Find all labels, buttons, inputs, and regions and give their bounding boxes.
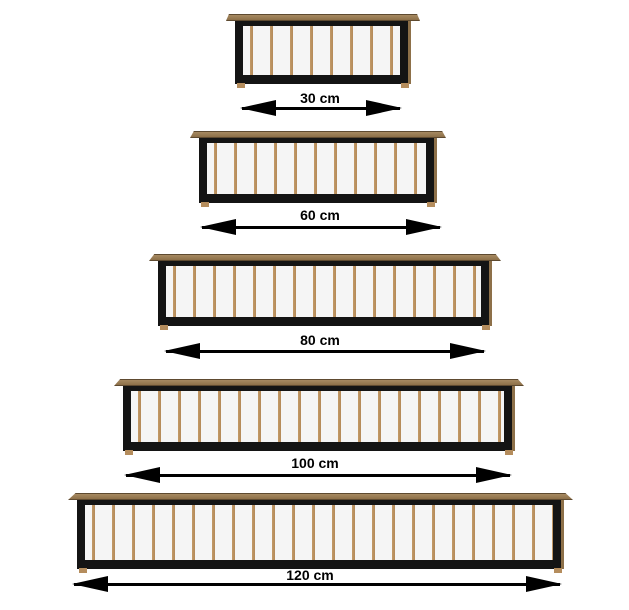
arrow-right-icon (366, 100, 402, 116)
arrow-left-icon (124, 467, 160, 483)
feeder-foot-left (79, 568, 87, 573)
feeder-foot-right (554, 568, 562, 573)
feeder-top-board (149, 254, 501, 261)
arrow-right-icon (450, 343, 486, 359)
feeder-foot-left (237, 83, 245, 88)
feeder-bars (207, 143, 426, 194)
feeder-bars (131, 391, 504, 442)
feeder-80cm (149, 254, 501, 330)
arrow-left-icon (240, 100, 276, 116)
feeder-foot-right (505, 450, 513, 455)
size-label-30cm: 30 cm (300, 90, 340, 106)
arrow-left-icon (200, 219, 236, 235)
feeder-body (199, 138, 437, 203)
feeder-trough (123, 442, 512, 451)
feeder-foot-left (125, 450, 133, 455)
feeder-top-board (190, 131, 446, 138)
feeder-top-board (68, 493, 573, 500)
feeder-trough (77, 560, 561, 569)
arrow-left-icon (72, 576, 108, 592)
arrow-left-icon (164, 343, 200, 359)
feeder-100cm (114, 379, 524, 455)
feeder-foot-right (401, 83, 409, 88)
size-label-80cm: 80 cm (300, 332, 340, 348)
feeder-body (158, 261, 492, 326)
dimension-arrow-60cm (200, 219, 442, 235)
size-label-100cm: 100 cm (291, 455, 339, 471)
feeder-120cm (68, 493, 573, 573)
feeder-foot-right (482, 325, 490, 330)
arrow-right-icon (406, 219, 442, 235)
size-label-120cm: 120 cm (286, 567, 334, 583)
feeder-bars (243, 26, 400, 75)
dimension-arrow-80cm (164, 343, 486, 359)
dimension-arrow-100cm (124, 467, 512, 483)
feeder-top-board (114, 379, 524, 386)
feeder-trough (235, 75, 408, 84)
feeder-trough (199, 194, 434, 203)
feeder-30cm (226, 14, 420, 88)
feeder-body (77, 500, 564, 569)
feeder-bars (85, 505, 553, 560)
feeder-foot-right (427, 202, 435, 207)
feeder-top-board (226, 14, 420, 21)
feeder-foot-left (160, 325, 168, 330)
dimension-arrow-30cm (240, 100, 402, 116)
size-label-60cm: 60 cm (300, 207, 340, 223)
feeder-60cm (190, 131, 446, 207)
feeder-body (235, 21, 411, 84)
feeder-bars (166, 266, 481, 317)
arrow-right-icon (526, 576, 562, 592)
feeder-trough (158, 317, 489, 326)
feeder-foot-left (201, 202, 209, 207)
dimension-arrow-120cm (72, 576, 562, 592)
feeder-body (123, 386, 515, 451)
arrow-right-icon (476, 467, 512, 483)
